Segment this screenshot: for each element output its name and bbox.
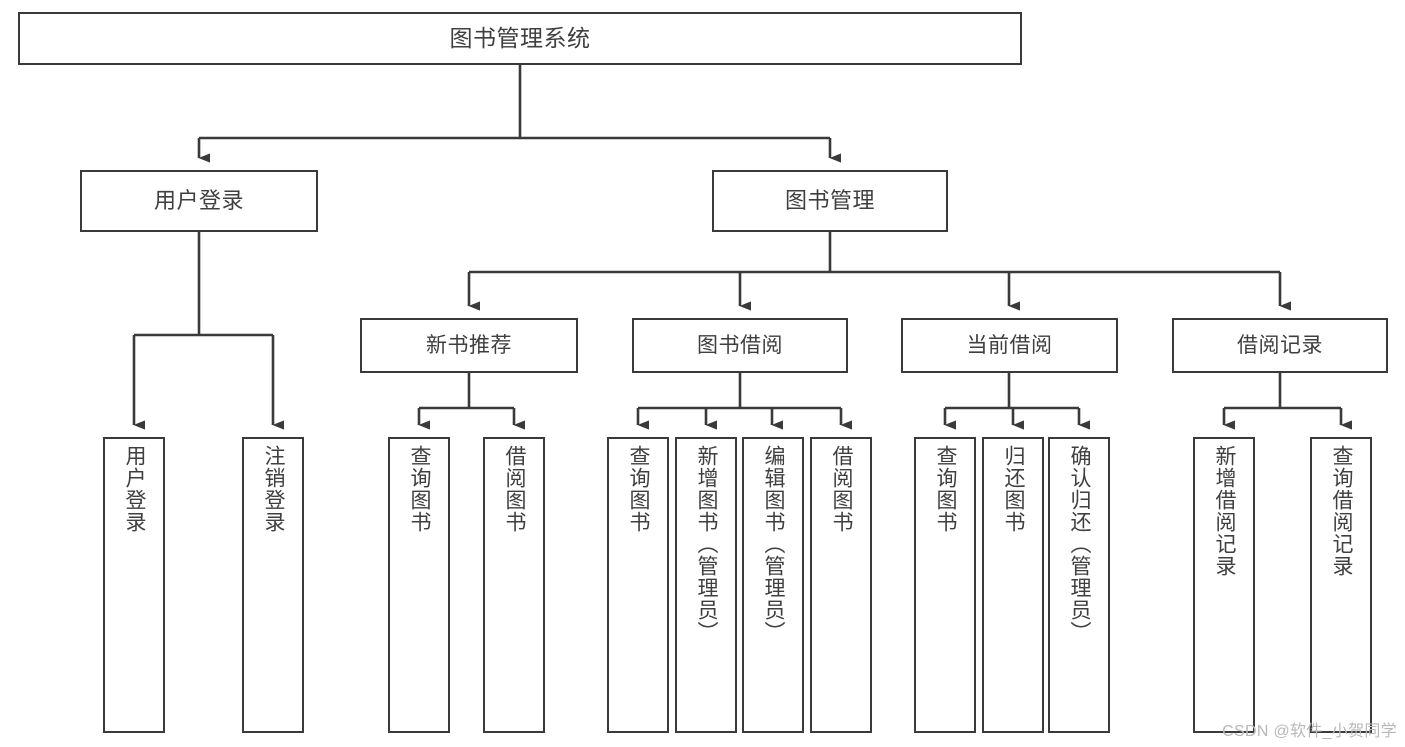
node-borrow-record[interactable]: 借阅记录 — [1172, 318, 1388, 373]
watermark-text: CSDN @软件_小贺同学 — [1222, 723, 1397, 740]
node-book-management[interactable]: 图书管理 — [712, 170, 948, 232]
node-leaf-query-book-2[interactable]: 查询图书 — [607, 437, 669, 733]
node-label: 新增借阅记录 — [1213, 445, 1237, 577]
node-label: 借阅图书 — [830, 445, 854, 533]
node-user-login[interactable]: 用户登录 — [80, 170, 318, 232]
node-leaf-add-book[interactable]: 新增图书（管理员） — [675, 437, 737, 733]
node-label: 确认归还（管理员） — [1068, 445, 1092, 643]
node-leaf-logout[interactable]: 注销登录 — [242, 437, 304, 733]
node-leaf-borrow-book-1[interactable]: 借阅图书 — [483, 437, 545, 733]
node-root-system[interactable]: 图书管理系统 — [18, 12, 1022, 65]
node-label: 当前借阅 — [966, 333, 1053, 357]
node-label: 查询图书 — [408, 445, 432, 533]
node-leaf-add-record[interactable]: 新增借阅记录 — [1193, 437, 1255, 733]
node-current-borrow[interactable]: 当前借阅 — [901, 318, 1118, 373]
node-label: 查询借阅记录 — [1330, 445, 1354, 577]
node-label: 借阅记录 — [1237, 333, 1323, 357]
node-label: 新增图书（管理员） — [695, 445, 719, 643]
node-label: 用户登录 — [153, 187, 244, 213]
node-leaf-edit-book[interactable]: 编辑图书（管理员） — [742, 437, 804, 733]
node-label: 新书推荐 — [426, 333, 512, 357]
node-book-borrow[interactable]: 图书借阅 — [632, 318, 848, 373]
node-leaf-return-book[interactable]: 归还图书 — [982, 437, 1044, 733]
node-label: 借阅图书 — [503, 445, 527, 533]
node-label: 用户登录 — [123, 445, 147, 533]
node-leaf-query-record[interactable]: 查询借阅记录 — [1310, 437, 1372, 733]
node-label: 图书借阅 — [697, 333, 783, 357]
node-leaf-query-book-3[interactable]: 查询图书 — [914, 437, 976, 733]
node-label: 图书管理 — [784, 187, 875, 213]
node-leaf-user-login[interactable]: 用户登录 — [103, 437, 165, 733]
node-new-book-recommend[interactable]: 新书推荐 — [360, 318, 578, 373]
node-label: 查询图书 — [934, 445, 958, 533]
node-label: 编辑图书（管理员） — [762, 445, 786, 643]
node-leaf-borrow-book-2[interactable]: 借阅图书 — [810, 437, 872, 733]
node-leaf-confirm-return[interactable]: 确认归还（管理员） — [1048, 437, 1110, 733]
node-leaf-query-book-1[interactable]: 查询图书 — [388, 437, 450, 733]
node-label: 查询图书 — [627, 445, 651, 533]
node-label: 注销登录 — [262, 445, 286, 533]
node-label: 归还图书 — [1002, 445, 1026, 533]
node-label: 图书管理系统 — [449, 24, 591, 51]
